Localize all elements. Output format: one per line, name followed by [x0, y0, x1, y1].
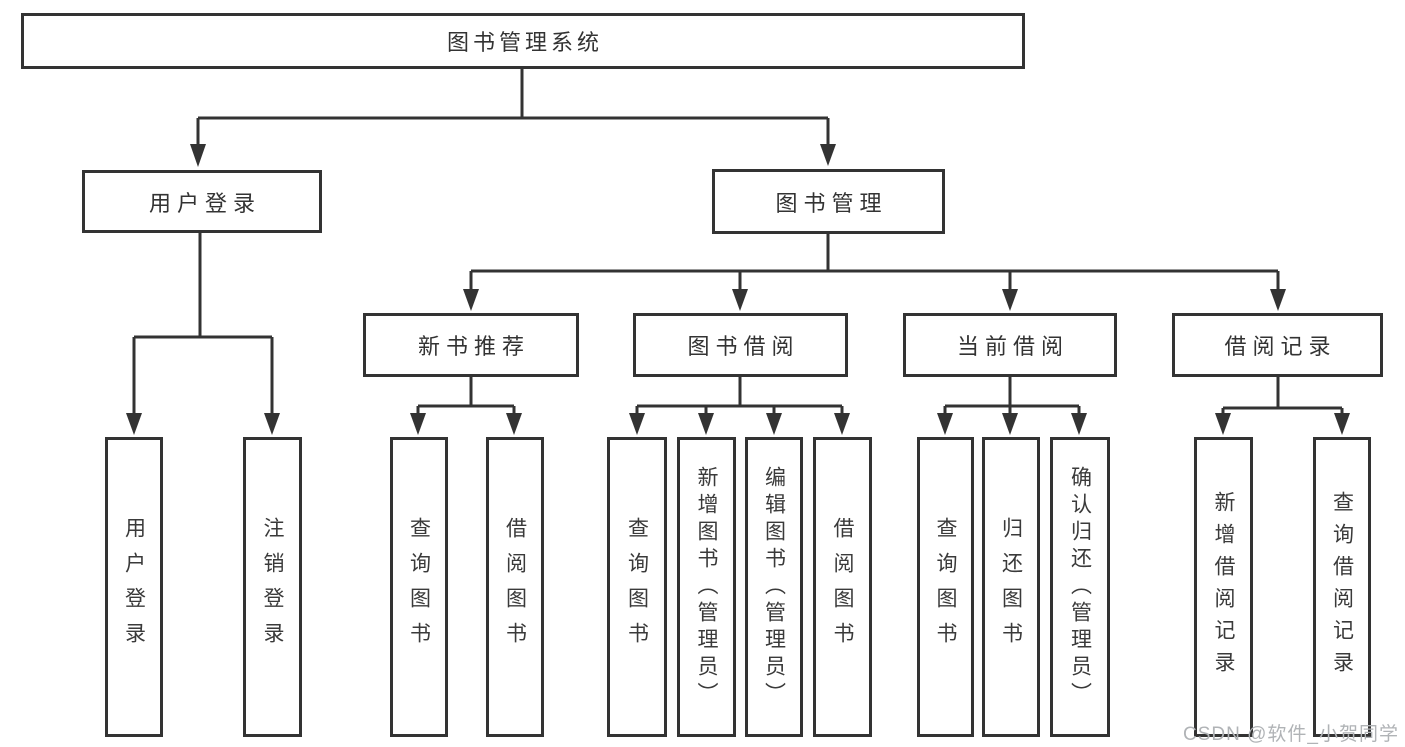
- arrow-down-icon: [1002, 413, 1018, 435]
- node-book-management: 图书管理: [712, 169, 945, 234]
- node-user-login-label: 用户登录: [148, 190, 261, 216]
- leaf-label: 归还图书: [999, 517, 1023, 657]
- leaf-label: 新增图书（管理员）: [695, 465, 718, 709]
- arrow-down-icon: [1270, 289, 1286, 311]
- connector-current-children: [937, 377, 1087, 435]
- arrow-down-icon: [766, 413, 782, 435]
- node-leaf-query-books-borrow: 查询图书: [607, 437, 667, 737]
- leaf-label: 借阅图书: [503, 517, 527, 657]
- arrow-down-icon: [190, 144, 206, 167]
- leaf-label: 查询图书: [934, 517, 957, 657]
- node-leaf-add-book-admin: 新增图书（管理员）: [677, 437, 736, 737]
- arrow-down-icon: [1215, 413, 1231, 435]
- node-new-book-recommend: 新书推荐: [363, 313, 579, 377]
- leaf-label: 编辑图书（管理员）: [762, 465, 786, 709]
- node-book-borrowing: 图书借阅: [633, 313, 848, 377]
- node-leaf-add-borrow-record: 新增借阅记录: [1194, 437, 1253, 737]
- node-leaf-logout: 注销登录: [243, 437, 302, 737]
- arrow-down-icon: [264, 413, 280, 435]
- connector-records-children: [1215, 377, 1350, 435]
- node-leaf-confirm-return-admin: 确认归还（管理员）: [1050, 437, 1110, 737]
- leaf-label: 确认归还（管理员）: [1068, 465, 1092, 709]
- node-current-borrowing: 当前借阅: [903, 313, 1117, 377]
- connector-borrow-children: [629, 377, 850, 435]
- leaf-label: 查询图书: [407, 517, 431, 657]
- arrow-down-icon: [126, 413, 142, 435]
- leaf-label: 查询借阅记录: [1330, 491, 1354, 683]
- leaf-label: 新增借阅记录: [1212, 491, 1235, 683]
- node-leaf-borrow-books-recommend: 借阅图书: [486, 437, 544, 737]
- node-leaf-query-books-recommend: 查询图书: [390, 437, 448, 737]
- leaf-label: 注销登录: [261, 517, 284, 657]
- arrow-down-icon: [698, 413, 714, 435]
- arrow-down-icon: [1002, 289, 1018, 311]
- node-user-login: 用户登录: [82, 170, 322, 233]
- csdn-watermark: CSDN @软件_小贺同学: [1183, 724, 1399, 745]
- node-leaf-query-books-current: 查询图书: [917, 437, 974, 737]
- arrow-down-icon: [629, 413, 645, 435]
- arrow-down-icon: [937, 413, 953, 435]
- arrow-down-icon: [1071, 413, 1087, 435]
- leaf-label: 借阅图书: [831, 517, 854, 657]
- node-leaf-return-book: 归还图书: [982, 437, 1040, 737]
- arrow-down-icon: [820, 144, 836, 166]
- arrow-down-icon: [834, 413, 850, 435]
- node-book-management-label: 图书管理: [775, 190, 888, 216]
- arrow-down-icon: [732, 289, 748, 311]
- node-book-borrowing-label: 图书借阅: [687, 334, 800, 359]
- node-root: 图书管理系统: [21, 13, 1025, 69]
- connector-mgmt-to-level3: [463, 234, 1286, 311]
- node-leaf-query-borrow-record: 查询借阅记录: [1313, 437, 1371, 737]
- arrow-down-icon: [1334, 413, 1350, 435]
- node-root-label: 图书管理系统: [446, 30, 603, 55]
- node-borrowing-records: 借阅记录: [1172, 313, 1383, 377]
- node-leaf-edit-book-admin: 编辑图书（管理员）: [745, 437, 803, 737]
- connector-newbook-children: [410, 377, 522, 435]
- leaf-label: 用户登录: [122, 517, 146, 657]
- arrow-down-icon: [410, 413, 426, 435]
- arrow-down-icon: [506, 413, 522, 435]
- node-leaf-borrow-books: 借阅图书: [813, 437, 872, 737]
- node-borrowing-records-label: 借阅记录: [1224, 334, 1337, 359]
- node-leaf-user-login: 用户登录: [105, 437, 163, 737]
- node-current-borrowing-label: 当前借阅: [956, 334, 1069, 359]
- connector-login-children: [126, 233, 280, 435]
- node-new-book-recommend-label: 新书推荐: [417, 334, 530, 359]
- connector-root-to-level2: [190, 67, 836, 167]
- arrow-down-icon: [463, 289, 479, 311]
- leaf-label: 查询图书: [625, 517, 649, 657]
